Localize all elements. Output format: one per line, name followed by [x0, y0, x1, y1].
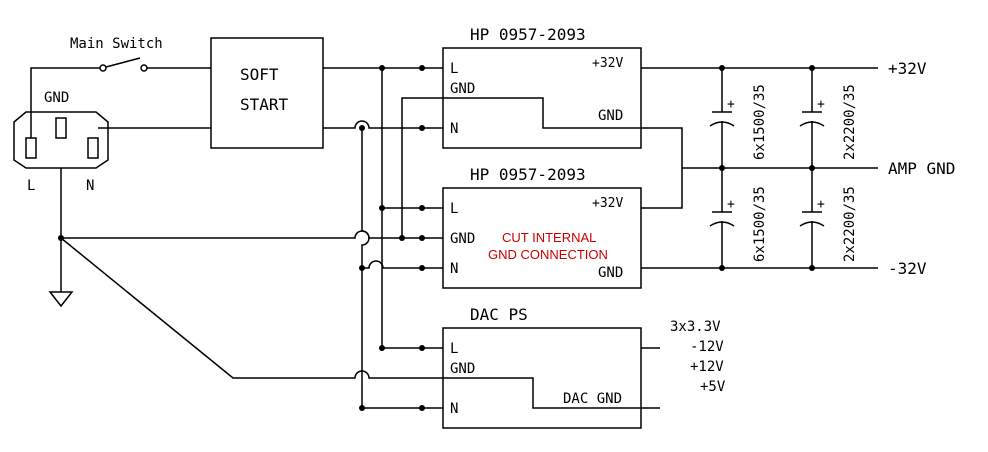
rail-pos32-label: +32V: [888, 59, 927, 78]
cut-gnd-note-line1: CUT INTERNAL: [502, 230, 596, 245]
psu-top-internal-gnd: [443, 97, 641, 129]
svg-text:+: +: [817, 97, 825, 112]
capacitor-c3-value: 6x1500/35: [752, 186, 768, 262]
dac-output-pos5: +5V: [700, 379, 726, 395]
svg-text:+: +: [727, 197, 735, 212]
capacitor-c4-value: 2x2200/35: [842, 186, 858, 262]
dac-ps-title: DAC PS: [470, 305, 528, 324]
capacitor-c4: +: [799, 168, 825, 268]
dac-output-3v3: 3x3.3V: [670, 319, 721, 335]
dac-internal-gnd: [443, 377, 660, 409]
rail-neg32-label: -32V: [888, 259, 927, 278]
dac-ps-in-gnd: GND: [450, 361, 475, 377]
inlet-pin-l-label: L: [27, 178, 35, 194]
psu-bottom-in-l: L: [450, 201, 458, 217]
dac-ps-in-l: L: [450, 341, 458, 357]
rail-amp-gnd-label: AMP GND: [888, 159, 955, 178]
dac-outputs: 3x3.3V -12V +12V +5V: [670, 319, 726, 395]
capacitor-c1: +: [709, 68, 735, 168]
wire-n-bus: [323, 120, 443, 409]
ground-symbol: [48, 291, 74, 308]
psu-bottom-out-gnd: GND: [598, 265, 623, 281]
dac-output-neg12: -12V: [690, 339, 724, 355]
psu-top-out-pos: +32V: [592, 56, 623, 71]
psu-top-out-gnd: GND: [598, 108, 623, 124]
wire-n-taps: [362, 260, 443, 269]
psu-bottom-box: [442, 187, 642, 289]
inlet-pin-n-label: N: [86, 178, 94, 194]
dac-ps-in-n: N: [450, 401, 458, 417]
dac-ps-out-gnd: DAC GND: [563, 391, 622, 407]
soft-start-box: [210, 37, 324, 149]
psu-bottom-in-n: N: [450, 261, 458, 277]
wire-l-taps: [382, 207, 443, 349]
wire-psu-gnd-link: [401, 97, 443, 239]
wire-earth-dac: [60, 237, 443, 379]
capacitor-c2: +: [799, 68, 825, 168]
psu-top-in-n: N: [450, 121, 458, 137]
psu-bottom-out-pos: +32V: [592, 196, 623, 211]
psu-top-in-l: L: [450, 61, 458, 77]
capacitor-c2-value: 2x2200/35: [842, 84, 858, 160]
capacitor-c1-value: 6x1500/35: [752, 84, 768, 160]
iec-inlet: [13, 111, 109, 169]
psu-bottom-in-gnd: GND: [450, 231, 475, 247]
svg-text:+: +: [817, 197, 825, 212]
cut-gnd-note-line2: GND CONNECTION: [488, 247, 608, 262]
bus-junctions: [359, 65, 425, 411]
rail-amp-gnd: [641, 127, 878, 209]
capacitor-c3: +: [709, 168, 735, 268]
svg-text:+: +: [727, 97, 735, 112]
inlet-gnd-label: GND: [44, 90, 69, 106]
main-switch-label: Main Switch: [70, 36, 163, 52]
soft-start-line2: START: [240, 95, 289, 114]
psu-bottom-title: HP 0957-2093: [470, 165, 586, 184]
wire-earth-horizontal: [61, 230, 402, 239]
psu-top-title: HP 0957-2093: [470, 25, 586, 44]
soft-start-line1: SOFT: [240, 65, 279, 84]
psu-top-in-gnd: GND: [450, 81, 475, 97]
main-switch: [99, 57, 211, 72]
wire-inlet-live: [30, 67, 100, 138]
dac-output-pos12: +12V: [690, 359, 724, 375]
